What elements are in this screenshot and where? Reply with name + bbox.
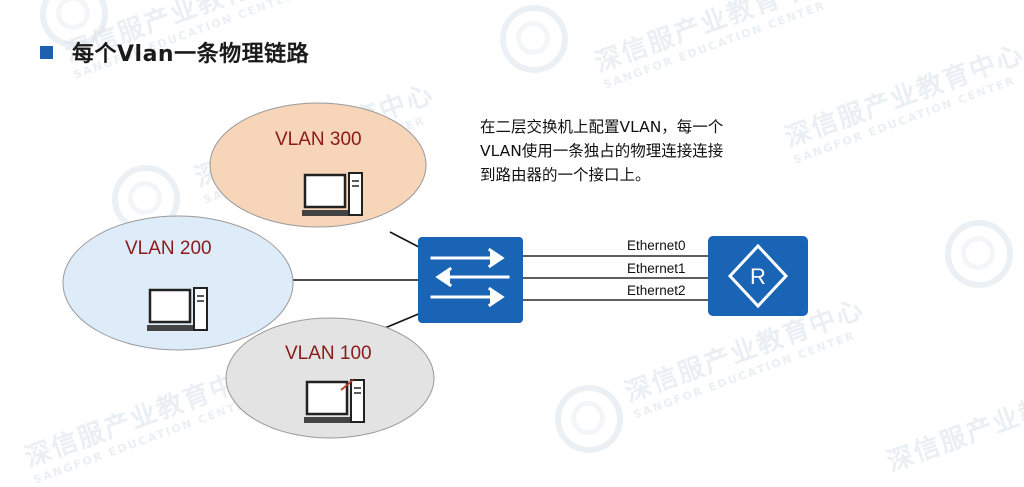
computer-icon	[147, 287, 208, 331]
computer-icon	[302, 172, 363, 216]
vlan-300-label: VLAN 300	[275, 129, 362, 150]
vlan-200-area	[62, 215, 294, 351]
ethernet2-label: Ethernet2	[627, 283, 686, 298]
ethernet0-label: Ethernet0	[627, 238, 686, 253]
ethernet1-label: Ethernet1	[627, 261, 686, 276]
computer-icon	[304, 379, 365, 423]
vlan-300-area	[209, 102, 427, 228]
page-title: 每个Vlan一条物理链路	[72, 42, 310, 67]
network-diagram: R	[62, 102, 808, 439]
svg-text:R: R	[750, 264, 766, 289]
switch-icon	[418, 237, 523, 323]
description-line-2: VLAN使用一条独占的物理连接连接	[480, 142, 724, 160]
router-icon: R	[708, 236, 808, 316]
vlan-200-label: VLAN 200	[125, 238, 212, 259]
title-bullet	[40, 46, 53, 59]
vlan-100-label: VLAN 100	[285, 343, 372, 364]
description-line-1: 在二层交换机上配置VLAN，每一个	[480, 118, 724, 136]
vlan-100-area	[225, 317, 435, 439]
description-line-3: 到路由器的一个接口上。	[480, 166, 651, 184]
description: 在二层交换机上配置VLAN，每一个 VLAN使用一条独占的物理连接连接 到路由器…	[480, 115, 840, 187]
